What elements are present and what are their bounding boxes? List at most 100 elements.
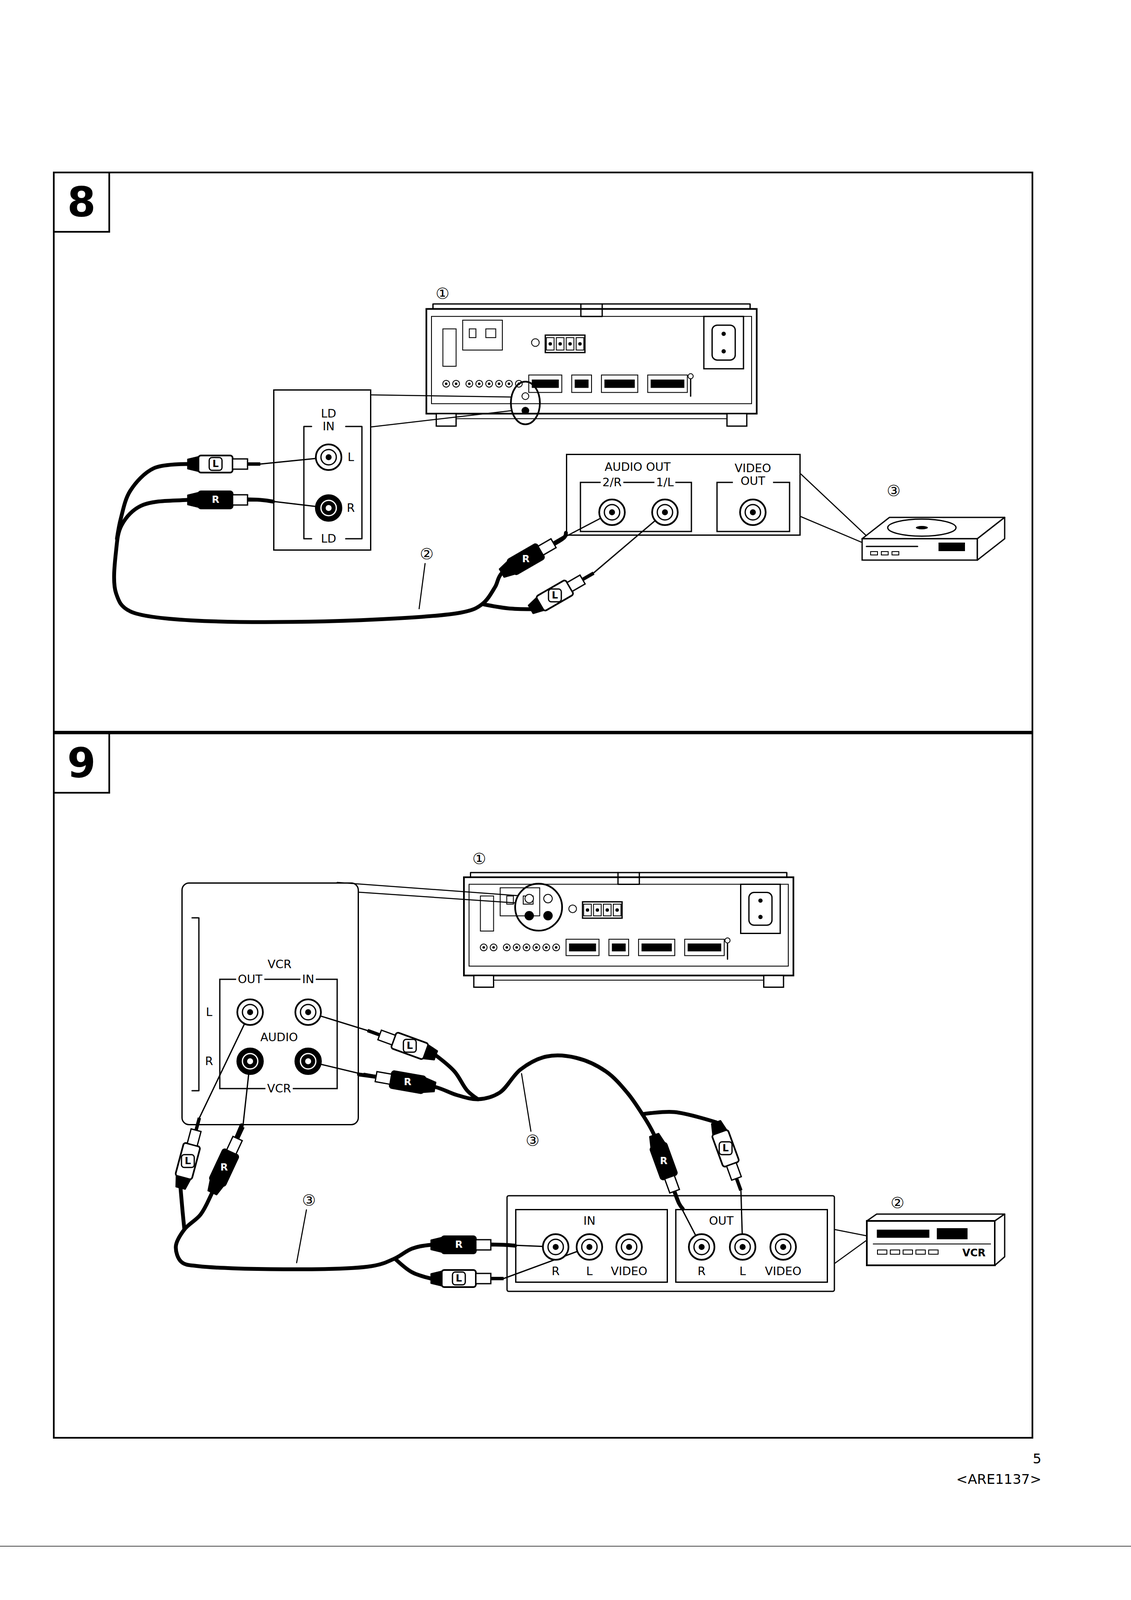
speaker-terminal (545, 335, 586, 353)
small-jack (475, 380, 483, 388)
ground-screw (531, 338, 540, 347)
jack-pin (247, 1008, 254, 1015)
jack-pin (305, 1008, 312, 1015)
jack-pin (739, 1243, 746, 1250)
socket-pin (721, 331, 726, 336)
rca-jack (237, 999, 263, 1025)
receiver-tab (580, 303, 603, 317)
terminal-screw (585, 908, 590, 912)
jack-ring (657, 504, 673, 520)
optical-port (485, 328, 496, 338)
rca-plug (364, 1022, 439, 1064)
rca-plug (187, 491, 261, 509)
jack-rim (740, 499, 766, 525)
jack-rim (770, 1233, 796, 1260)
jack-label: OUT (236, 972, 265, 986)
callout-number: ① (434, 285, 451, 303)
jack-ring (300, 1004, 316, 1020)
jack-inset: VCROUTINLAUDIORVCR (181, 882, 359, 1126)
player-side (977, 517, 1005, 560)
document-code: <ARE1137> (956, 1471, 1042, 1487)
plug-shell (475, 1273, 491, 1284)
highlight (510, 381, 563, 931)
small-jack-pin (497, 382, 501, 385)
audio-cable (175, 1125, 516, 1269)
plug-pin (673, 1190, 681, 1204)
speaker-terminal (582, 901, 623, 919)
socket-pin (758, 898, 763, 903)
jack-pin (305, 1058, 312, 1064)
receiver-body (463, 877, 794, 976)
small-jack (466, 380, 473, 388)
label-plate (462, 320, 503, 350)
vcr-side (994, 1213, 1005, 1266)
vcr-button (928, 1249, 939, 1254)
jack-inset: LD INLRLD (273, 389, 372, 551)
foot (436, 413, 456, 426)
socket-pin (758, 914, 763, 919)
jack-label: AUDIO OUT (603, 460, 673, 474)
terminal-post (546, 337, 554, 350)
rca-plug (361, 1065, 437, 1096)
jack-pin (247, 1058, 254, 1064)
callout-number: ① (471, 850, 488, 868)
small-jack (552, 943, 560, 951)
jack-ring (300, 1053, 316, 1069)
cable-lead (642, 1111, 717, 1123)
system-connector (571, 374, 592, 393)
jack-pin (749, 509, 756, 516)
plug-pin (247, 462, 261, 466)
vcr-button (890, 1249, 900, 1254)
player-front (862, 538, 978, 560)
page-rule (0, 1545, 1131, 1547)
jack-pin (609, 509, 616, 516)
plug-strain-relief (187, 456, 199, 472)
plug-shell (538, 538, 557, 555)
small-jack (503, 943, 511, 951)
terminal-screw (548, 341, 552, 346)
jack-label: L (345, 450, 356, 464)
small-jack (524, 894, 534, 903)
jack-pin (325, 504, 332, 511)
device-label: VCR (962, 1247, 986, 1259)
plug-pin (490, 1242, 504, 1247)
small-jack-pin (468, 382, 471, 385)
plug-pin (490, 1276, 504, 1280)
small-jack (523, 943, 531, 951)
small-jack (480, 943, 487, 951)
switch (469, 328, 476, 338)
leader-line (521, 1073, 531, 1131)
jack-ring (581, 1238, 598, 1255)
jack-label: AUDIO (258, 1030, 300, 1044)
figure-panel: 8LD INLRLDAUDIO OUT2/R1/LVIDEO OUT (52, 171, 1034, 733)
plug-letter: L (180, 1153, 196, 1168)
terminal-screw (595, 908, 600, 912)
small-jack-pin (545, 945, 548, 949)
rca-jack (295, 1048, 321, 1074)
power-socket (749, 892, 773, 926)
plug-pin (363, 1072, 377, 1079)
vcr-front (866, 1220, 995, 1266)
plug-pin (552, 535, 566, 545)
rca-plug (172, 1115, 208, 1190)
cassette-slot (877, 1230, 929, 1237)
rca-jack (688, 1233, 715, 1260)
plug-shell (232, 494, 248, 505)
plug-pin (247, 498, 261, 502)
system-connector (647, 374, 688, 393)
callout-number: ② (889, 1194, 906, 1212)
connector-slot (569, 943, 596, 951)
highlight-circle (510, 381, 540, 425)
plug-letter: R (207, 492, 224, 507)
plug-body (198, 491, 233, 509)
jack-ring (745, 504, 761, 520)
page-number: 5 (1032, 1451, 1042, 1467)
plug-shell (567, 574, 586, 592)
jack-rim (616, 1233, 642, 1260)
small-jack (442, 380, 450, 388)
small-jack-pin (554, 945, 558, 949)
vcr-deck (866, 1213, 1005, 1266)
power-inlet (703, 316, 744, 369)
jack-label: VIDEO (763, 1264, 804, 1278)
plug-shell (664, 1174, 680, 1193)
